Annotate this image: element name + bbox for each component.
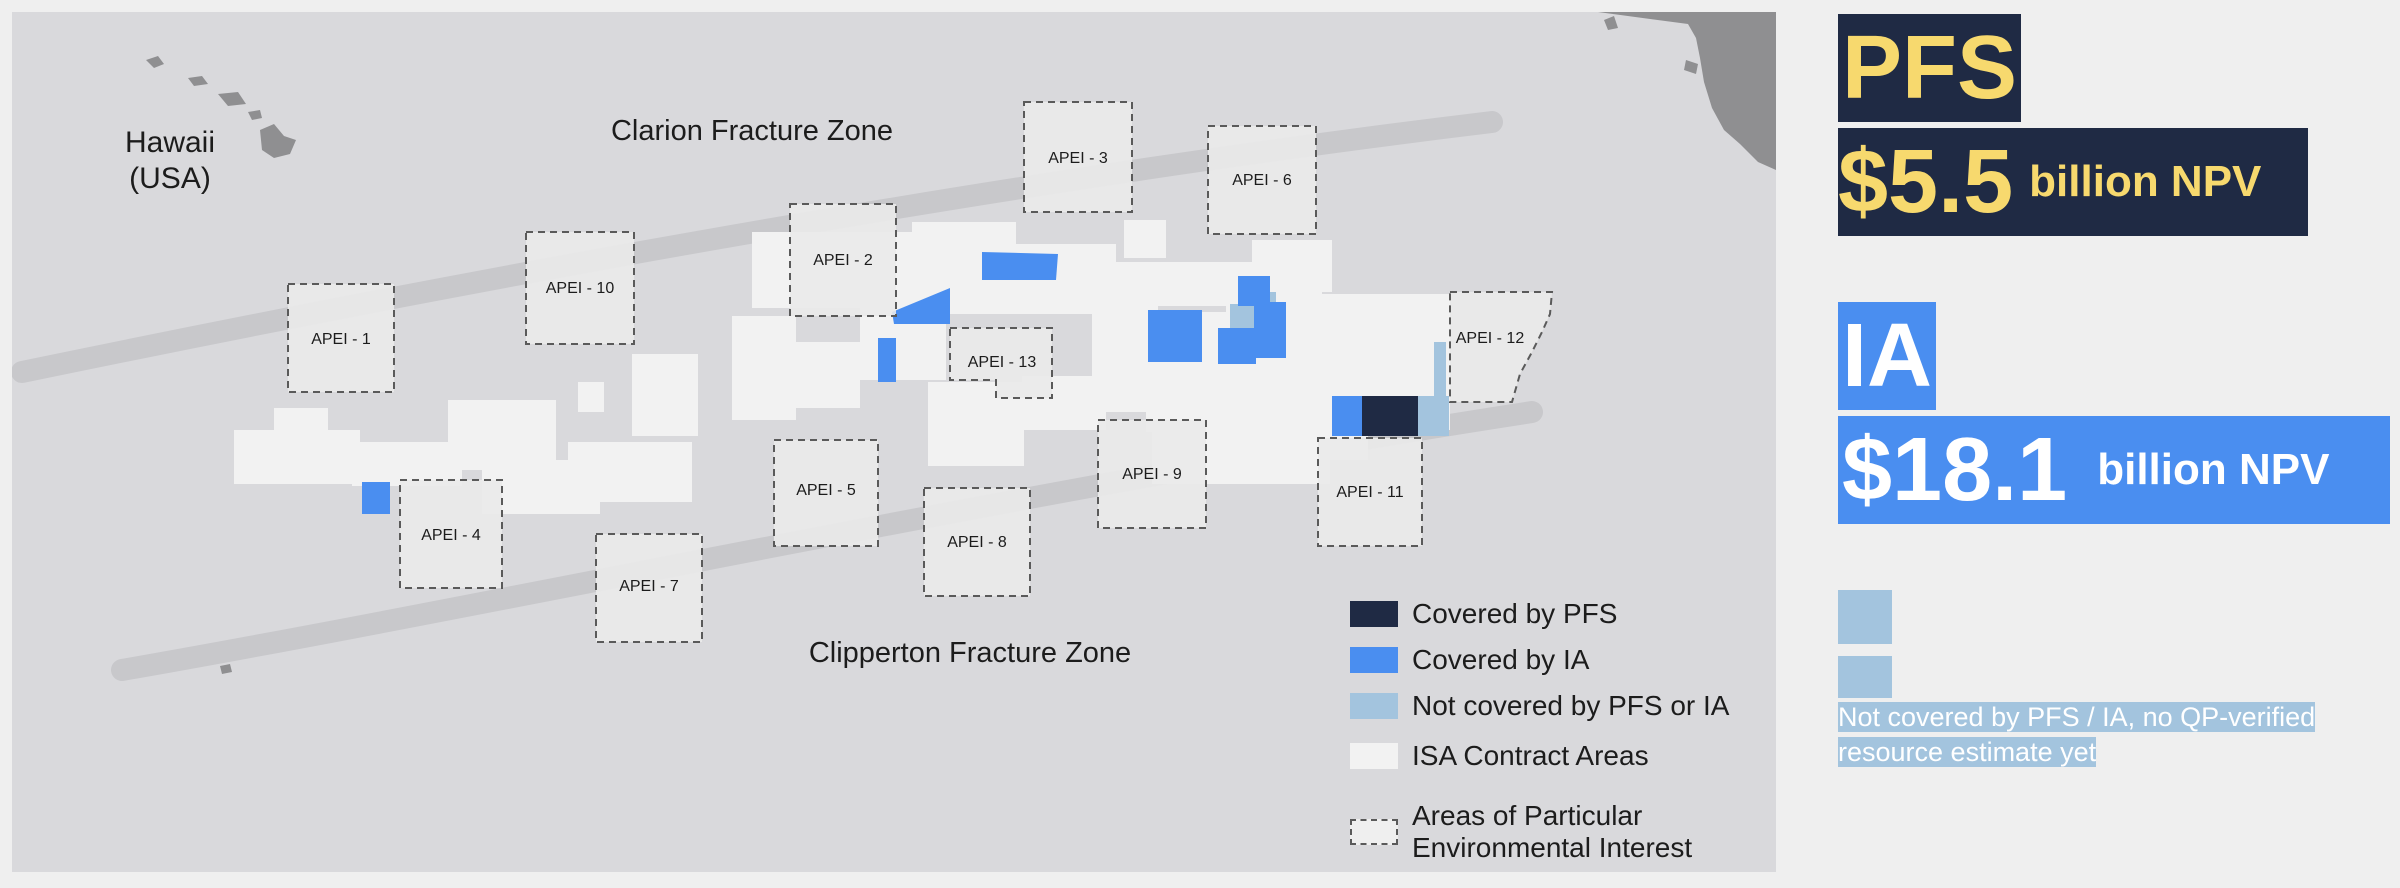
legend-item-isa: ISA Contract Areas [1350,740,1649,772]
legend-label-isa: ISA Contract Areas [1412,740,1649,771]
legend-item-not-covered: Not covered by PFS or IA [1350,690,1729,722]
apei-7-box [595,533,703,643]
map-canvas: APEI - 1 APEI - 2 APEI - 3 APEI - 4 APEI… [12,12,1776,681]
apei-8-box [923,487,1031,597]
pfs-title: PFS [1838,14,2022,122]
pfs-coverage-block [1362,396,1418,436]
apei-3-label: APEI - 3 [1048,150,1108,167]
legend-swatch-not-covered [1350,693,1398,719]
hawaii-sub-label: (USA) [129,162,211,195]
legend-swatch-apei [1350,819,1398,845]
hawaii-island-small-1 [146,56,164,68]
legend-swatch-ia [1350,647,1398,673]
islet-1 [1604,16,1618,30]
legend-label-apei-line1: Areas of Particular [1412,800,1643,831]
apei-6-label: APEI - 6 [1232,172,1292,189]
apei-1-label: APEI - 1 [311,331,371,348]
apei-12-label: APEI - 12 [1456,330,1525,347]
legend-item-pfs: Covered by PFS [1350,598,1617,630]
apei-6-box [1207,125,1317,235]
legend-label-not-covered: Not covered by PFS or IA [1412,690,1730,721]
apei-3-box [1023,101,1133,213]
hawaii-island-main [260,124,296,158]
apei-5-box [773,439,879,547]
pfs-npv-value: $5.5 [1838,132,2014,232]
clarion-zone-label: Clarion Fracture Zone [611,115,893,147]
apei-11-label: APEI - 11 [1336,484,1403,501]
apei-labels: APEI - 1 APEI - 2 APEI - 3 APEI - 4 APEI… [311,150,1524,595]
north-america-coast [1598,12,1776,170]
apei-2-label: APEI - 2 [813,252,873,269]
islet-3 [220,664,232,674]
clipperton-zone-label: Clipperton Fracture Zone [809,637,1131,669]
hawaii-label: Hawaii [125,126,215,159]
apei-boxes [287,101,1554,643]
not-covered-swatch-bottom [1838,656,1892,698]
pfs-npv-unit: billion NPV [2029,157,2262,206]
apei-9-box [1097,419,1207,529]
ccz-map: APEI - 1 APEI - 2 APEI - 3 APEI - 4 APEI… [12,12,1776,872]
ia-npv-value: $18.1 [1842,420,2068,520]
hawaii-island-small-4 [248,110,262,120]
hawaii-island-small-3 [218,92,246,106]
legend-label-ia: Covered by IA [1412,644,1590,675]
islet-2 [1684,60,1698,74]
apei-11-box [1317,437,1423,547]
apei-8-label: APEI - 8 [947,534,1007,551]
apei-2-box [789,203,897,317]
not-covered-swatch-top [1838,590,1892,644]
legend-label-pfs: Covered by PFS [1412,598,1618,629]
legend-item-apei: Areas of Particular Environmental Intere… [1350,800,1692,864]
apei-7-label: APEI - 7 [619,578,679,595]
apei-13-box [949,327,1053,399]
ia-npv-unit: billion NPV [2097,445,2330,494]
apei-4-box [399,479,503,589]
apei-9-label: APEI - 9 [1122,466,1182,483]
hawaii-island-small-2 [188,76,208,86]
apei-12-box [1449,291,1554,403]
apei-4-label: APEI - 4 [421,527,481,544]
pfs-npv: $5.5 billion NPV [1838,128,2308,236]
ia-npv: $18.1 billion NPV [1838,416,2390,524]
apei-10-box [525,231,635,345]
ia-title: IA [1838,302,1936,410]
legend-label-apei: Areas of Particular Environmental Intere… [1412,800,1692,864]
apei-5-label: APEI - 5 [796,482,856,499]
not-covered-note-text: Not covered by PFS / IA, no QP-verified … [1838,702,2316,767]
ia-coverage-blocks [362,252,1364,514]
apei-10-label: APEI - 10 [546,280,615,297]
apei-13-label: APEI - 13 [968,354,1037,371]
legend-label-apei-line2: Environmental Interest [1412,832,1693,863]
legend-item-ia: Covered by IA [1350,644,1589,676]
legend-swatch-pfs [1350,601,1398,627]
legend-swatch-isa [1350,743,1398,769]
not-covered-note: Not covered by PFS / IA, no QP-verified … [1838,700,2398,770]
apei-1-box [287,283,395,393]
